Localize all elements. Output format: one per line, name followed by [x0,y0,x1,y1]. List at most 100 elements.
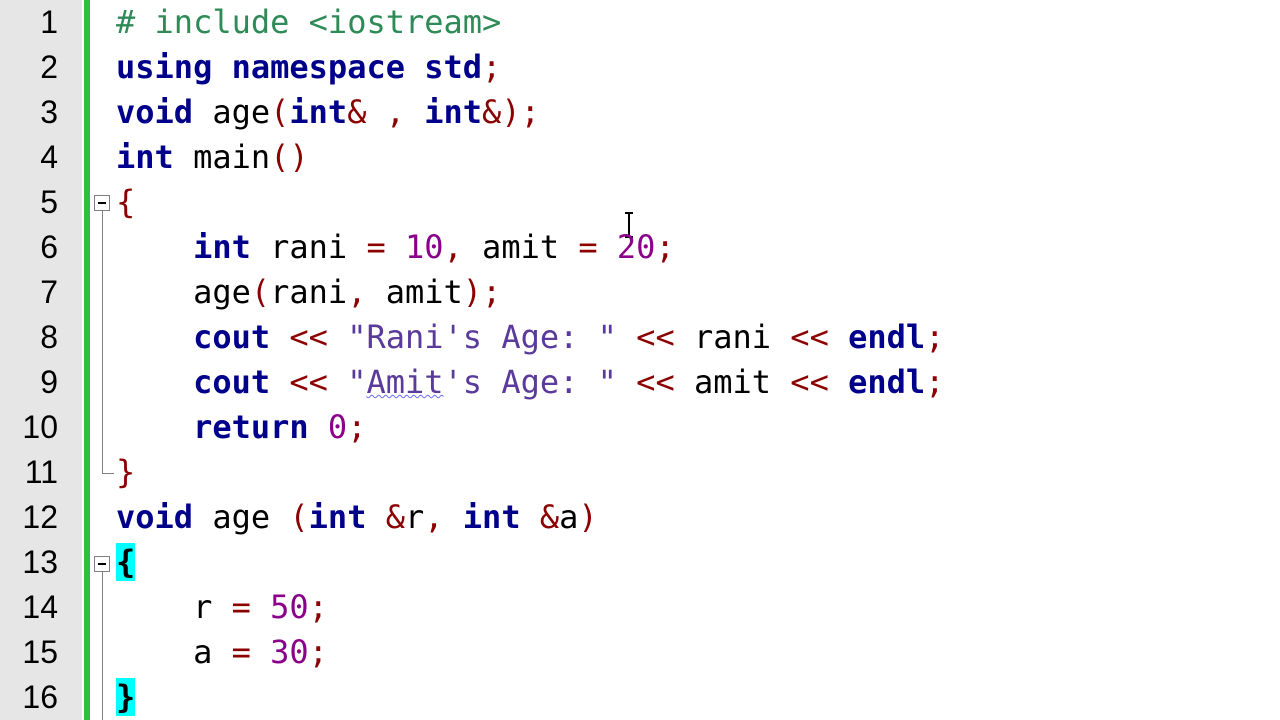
code-token: ( [270,93,290,131]
code-token: { [116,543,136,581]
code-text[interactable]: { [116,540,136,585]
code-token: Amit [366,363,444,401]
line-number: 1 [40,4,58,40]
code-text[interactable]: cout << "Rani's Age: " << rani << endl; [116,315,944,360]
code-token: endl [848,318,926,356]
code-line[interactable]: 13 { [0,540,1280,585]
line-number: 7 [40,274,58,310]
code-text[interactable]: using namespace std; [116,45,501,90]
code-token: ; [925,363,945,401]
code-token: & [366,498,405,536]
line-number: 10 [22,409,58,445]
fold-guide-age [102,572,103,720]
code-token: int [308,498,367,536]
code-token: void [116,498,194,536]
line-number: 14 [22,589,58,625]
code-token: () [270,138,309,176]
code-token: , [424,498,463,536]
code-token: = [231,633,271,671]
code-token: int [424,93,483,131]
code-token: 's Age: " [443,363,617,401]
code-token: , [443,228,483,266]
code-line[interactable]: 9 cout << "Amit's Age: " << amit << endl… [0,360,1280,405]
code-token: rani [270,273,348,311]
code-text[interactable]: int main() [116,135,309,180]
code-token: " [347,363,367,401]
line-number: 11 [24,454,58,490]
code-line[interactable]: 5{ [0,180,1280,225]
code-token: ); [462,273,502,311]
code-token: ; [308,588,328,626]
code-text[interactable]: cout << "Amit's Age: " << amit << endl; [116,360,944,405]
code-token: , [347,273,386,311]
code-line[interactable]: 14 r = 50; [0,585,1280,630]
code-line[interactable]: 7 age(rani, amit); [0,270,1280,315]
code-token: r [404,498,425,536]
code-line[interactable]: 16} [0,675,1280,720]
code-token: age [116,273,251,311]
code-token: amit [385,273,463,311]
code-token: amit [693,363,772,401]
code-line[interactable]: 8 cout << "Rani's Age: " << rani << endl… [0,315,1280,360]
code-text[interactable]: } [116,675,136,720]
code-token: r [116,588,232,626]
code-line[interactable]: 2 using namespace std; [0,45,1280,90]
code-token: 10 [404,228,444,266]
code-token: = [231,588,271,626]
code-text[interactable]: # include <iostream> [116,0,501,45]
code-token: ; [482,48,502,86]
code-token: cout [193,363,271,401]
code-token: } [116,453,136,491]
code-token: ; [655,228,675,266]
line-number: 3 [40,94,58,130]
code-token: rani [250,228,367,266]
fold-guide-main-end [102,473,114,474]
code-token [116,408,193,446]
line-number: 8 [40,319,58,355]
code-token: } [116,678,136,716]
code-token [309,408,328,446]
code-token [116,363,193,401]
code-token: = [366,228,405,266]
code-token: { [116,183,136,221]
code-token: int [462,498,521,536]
fold-guide-main [102,211,103,473]
code-text[interactable]: } [116,450,135,495]
code-text[interactable]: return 0; [116,405,366,450]
code-token: 50 [270,588,309,626]
line-number: 13 [22,544,58,580]
line-number: 6 [40,229,58,265]
code-token: "Rani's Age: " [347,318,617,356]
code-text[interactable]: int rani = 10, amit = 20; [116,225,675,270]
code-token: << [616,363,694,401]
line-number: 2 [40,49,58,85]
code-token: ( [250,273,271,311]
code-line[interactable]: 11} [0,450,1280,495]
code-text[interactable]: r = 50; [116,585,328,630]
code-token: ) [578,498,598,536]
code-line[interactable]: 6 int rani = 10, amit = 20; [0,225,1280,270]
code-token: int [193,228,251,266]
line-number: 9 [40,364,58,400]
code-token: ( [289,498,309,536]
code-text[interactable]: void age(int& , int&); [116,90,540,135]
fold-collapse-main-icon[interactable] [94,195,110,211]
code-line[interactable]: 10 return 0; [0,405,1280,450]
code-text[interactable]: void age (int &r, int &a) [116,495,598,540]
line-number: 15 [22,634,58,670]
code-text[interactable]: a = 30; [116,630,328,675]
code-line[interactable]: 1 # include <iostream> [0,0,1280,45]
change-tracking-bar [84,0,90,720]
code-token: ; [308,633,328,671]
code-line[interactable]: 15 a = 30; [0,630,1280,675]
code-text[interactable]: age(rani, amit); [116,270,501,315]
fold-collapse-age-icon[interactable] [94,556,110,572]
code-text[interactable]: { [116,180,135,225]
code-token: using namespace std [116,48,483,86]
code-token [116,318,193,356]
code-token: int [116,138,174,176]
